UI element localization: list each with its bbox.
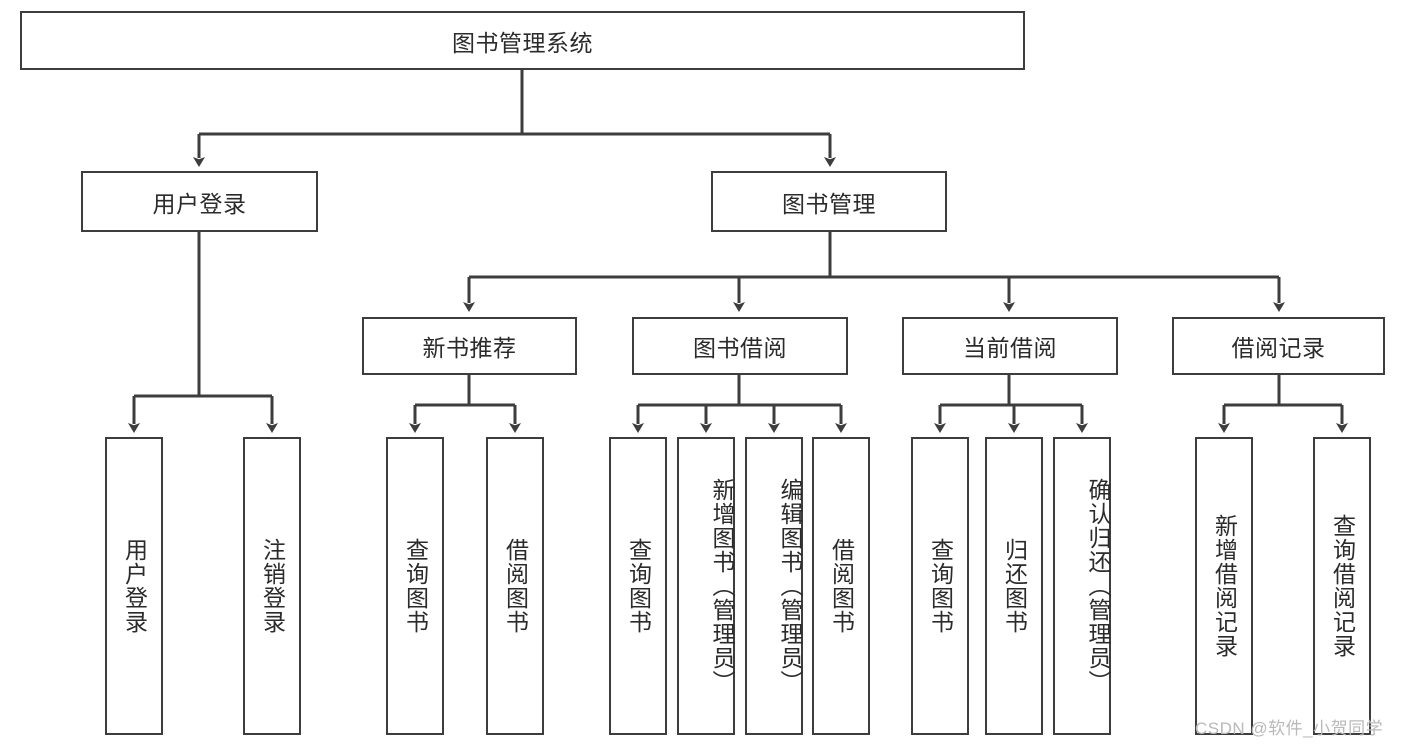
node-label: 借阅图书 [502, 538, 529, 634]
node-label: 查询图书 [927, 538, 954, 634]
node-new-book-recommendation[interactable]: 新书推荐 [362, 317, 577, 375]
node-root-system[interactable]: 图书管理系统 [20, 11, 1025, 70]
leaf-add-borrow-record[interactable]: 新增借阅记录 [1195, 437, 1253, 735]
node-label: 借阅记录 [1231, 335, 1326, 361]
node-label: 确认归还（管理员） [1085, 478, 1111, 694]
node-label: 注销登录 [259, 538, 286, 634]
node-label: 新增图书（管理员） [709, 478, 735, 694]
node-label: 图书管理 [782, 190, 876, 217]
node-user-login[interactable]: 用户登录 [81, 171, 318, 232]
leaf-add-book-admin[interactable]: 新增图书（管理员） [677, 437, 735, 735]
node-label: 图书管理系统 [452, 29, 593, 56]
node-book-borrow[interactable]: 图书借阅 [632, 317, 848, 375]
node-label: 用户登录 [152, 190, 247, 217]
node-label: 借阅图书 [828, 538, 855, 634]
node-label: 查询图书 [402, 538, 429, 634]
node-borrow-record[interactable]: 借阅记录 [1172, 317, 1385, 375]
watermark-text: CSDN @软件_小贺同学 [1195, 719, 1384, 738]
leaf-query-borrow-record[interactable]: 查询借阅记录 [1313, 437, 1371, 735]
node-label: 编辑图书（管理员） [777, 478, 803, 694]
leaf-query-book-borrow[interactable]: 查询图书 [609, 437, 667, 735]
leaf-edit-book-admin[interactable]: 编辑图书（管理员） [745, 437, 803, 735]
node-label: 当前借阅 [963, 335, 1057, 361]
node-label: 新增借阅记录 [1211, 514, 1238, 658]
leaf-logout[interactable]: 注销登录 [243, 437, 301, 735]
leaf-query-book-current[interactable]: 查询图书 [911, 437, 969, 735]
node-label: 用户登录 [121, 538, 148, 634]
node-label: 查询图书 [625, 538, 652, 634]
node-label: 新书推荐 [422, 335, 517, 361]
node-label: 查询借阅记录 [1329, 514, 1356, 658]
node-label: 图书借阅 [693, 335, 787, 361]
leaf-confirm-return-admin[interactable]: 确认归还（管理员） [1053, 437, 1111, 735]
leaf-user-login[interactable]: 用户登录 [105, 437, 163, 735]
leaf-query-book-recommendation[interactable]: 查询图书 [386, 437, 444, 735]
leaf-return-book[interactable]: 归还图书 [985, 437, 1043, 735]
node-current-borrow[interactable]: 当前借阅 [902, 317, 1118, 375]
node-label: 归还图书 [1001, 538, 1028, 634]
leaf-borrow-book[interactable]: 借阅图书 [812, 437, 870, 735]
node-book-management[interactable]: 图书管理 [711, 171, 947, 232]
leaf-borrow-book-recommendation[interactable]: 借阅图书 [486, 437, 544, 735]
